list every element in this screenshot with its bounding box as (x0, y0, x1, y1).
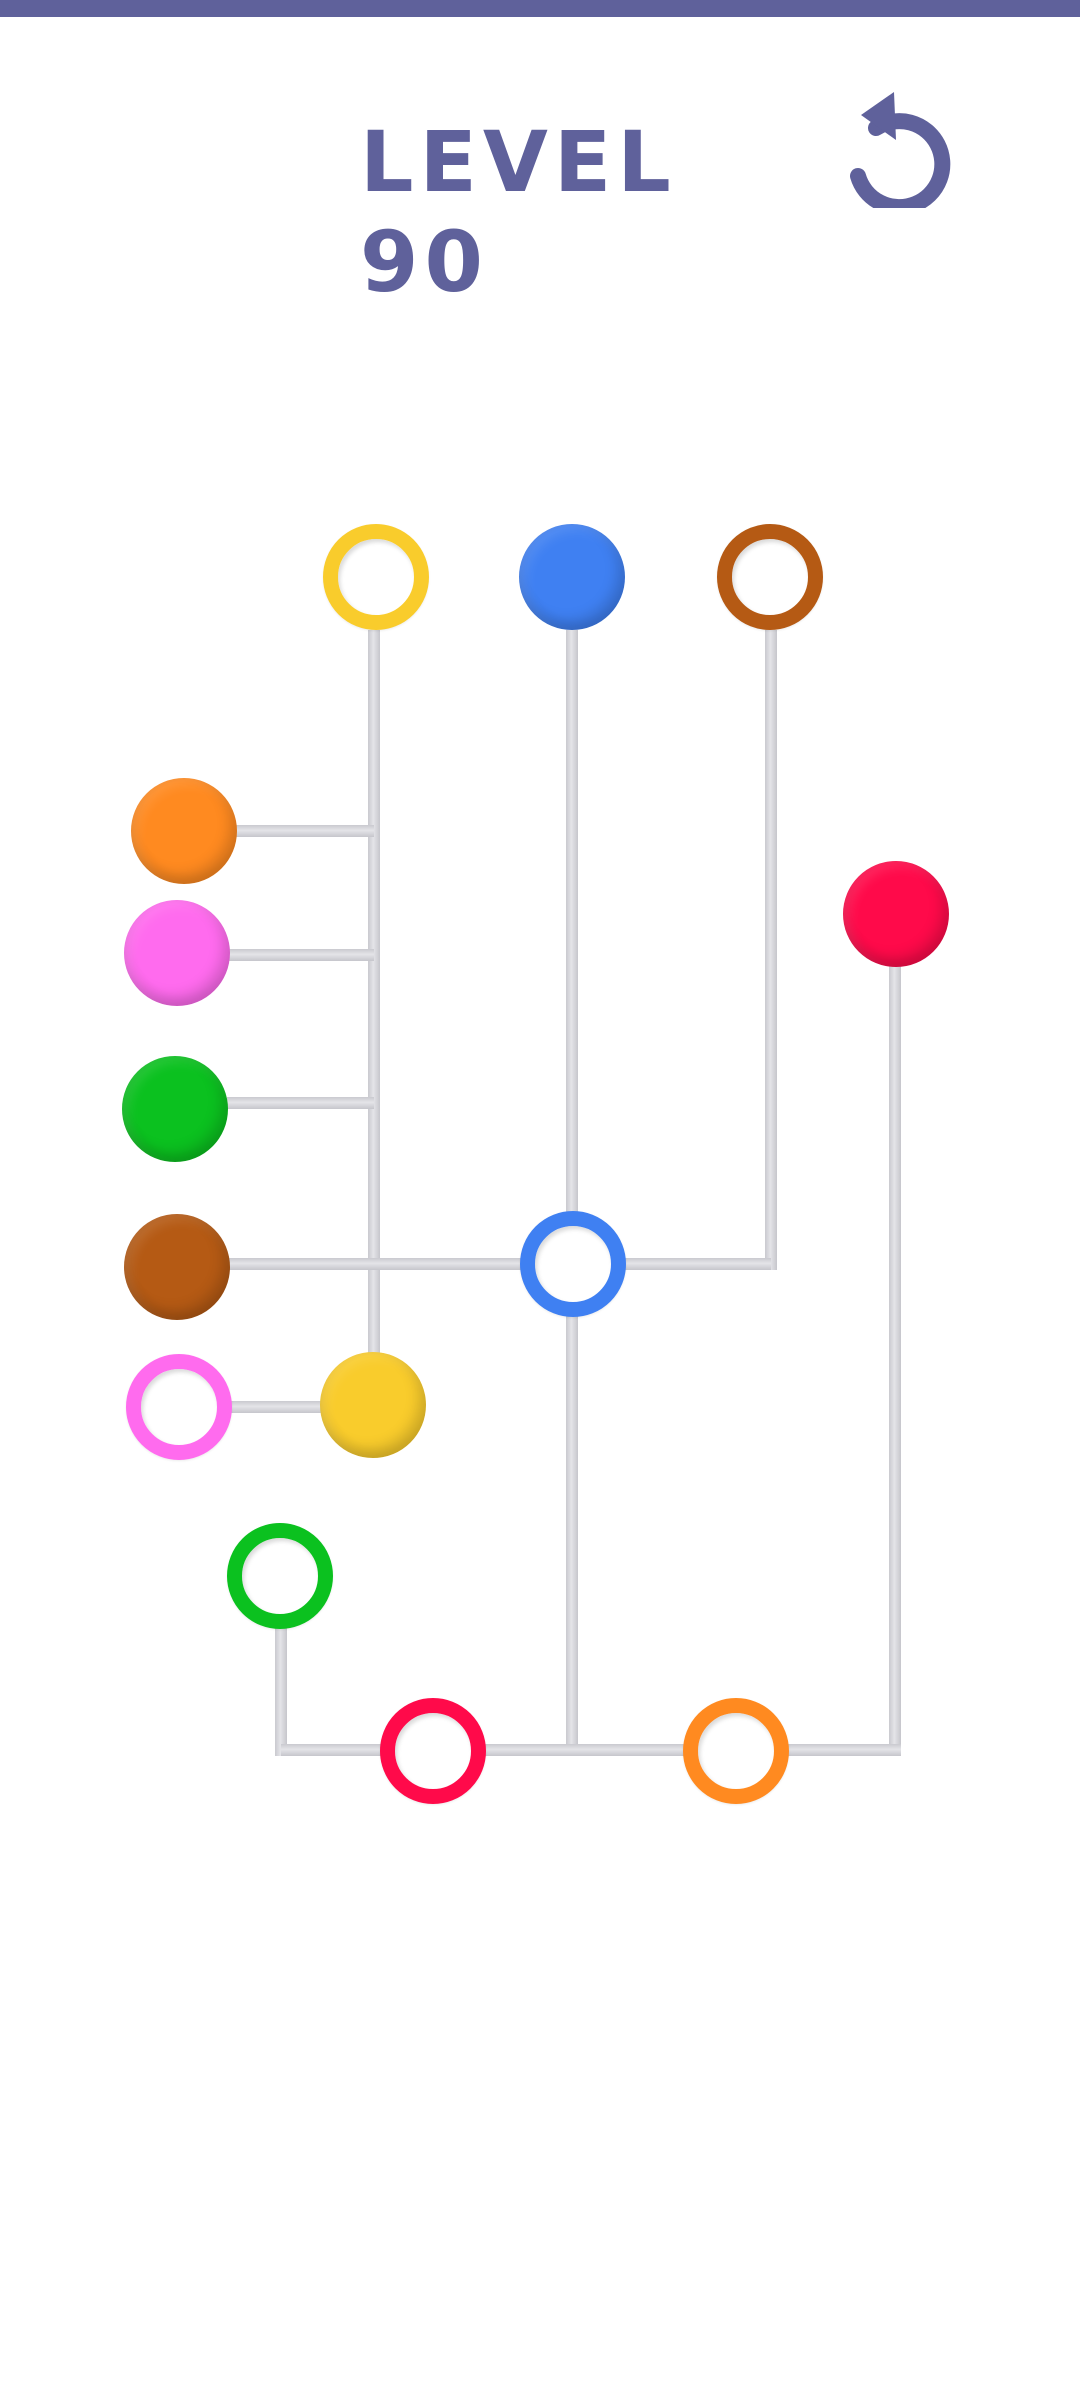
pipe-segment (281, 1744, 901, 1756)
blue-ball-ball[interactable] (519, 524, 625, 630)
brown-ball-ball[interactable] (124, 1214, 230, 1320)
pink-ball-ball[interactable] (124, 900, 230, 1006)
restart-icon (850, 92, 951, 216)
pipe-segment (236, 825, 374, 837)
red-ball-ball[interactable] (843, 861, 949, 967)
yellow-ball-ball[interactable] (320, 1352, 426, 1458)
orange-ring-slot (683, 1698, 789, 1804)
green-ring-slot (227, 1523, 333, 1629)
pipe-segment (231, 1401, 321, 1413)
pink-ring-slot (126, 1354, 232, 1460)
pipe-segment (229, 1258, 771, 1270)
top-status-bar (0, 0, 1080, 17)
pipe-segment (368, 630, 380, 1358)
level-title: LEVEL 90 (360, 113, 677, 311)
pipe-segment (765, 630, 777, 1270)
green-ball-ball[interactable] (122, 1056, 228, 1162)
pipe-segment (227, 1097, 374, 1109)
pipe-segment (889, 966, 901, 1756)
pipe-segment (566, 630, 578, 1756)
blue-ring-slot (520, 1211, 626, 1317)
orange-ball-ball[interactable] (131, 778, 237, 884)
red-ring-slot (380, 1698, 486, 1804)
yellow-ring-slot (323, 524, 429, 630)
restart-button[interactable] (848, 88, 958, 216)
pipe-segment (229, 949, 374, 961)
brown-ring-slot (717, 524, 823, 630)
pipe-segment (275, 1628, 287, 1756)
